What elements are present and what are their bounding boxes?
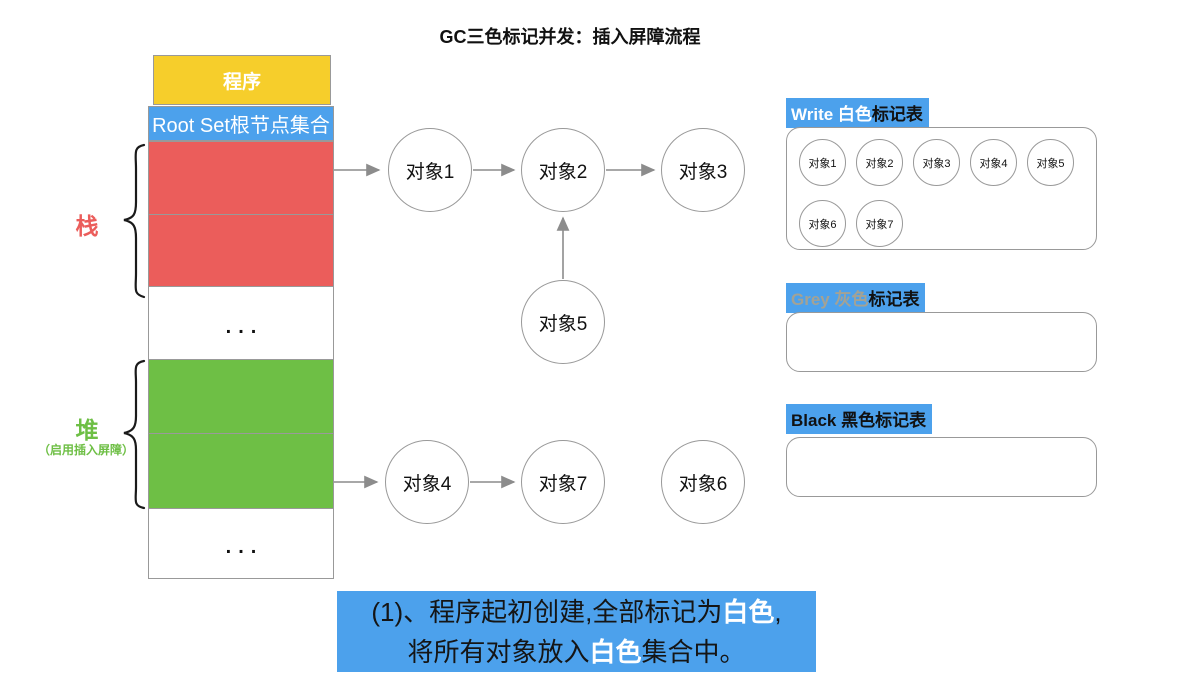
graph-node-obj2: 对象2 xyxy=(521,128,605,212)
marked-object: 对象3 xyxy=(913,139,960,186)
heap-brace xyxy=(123,359,146,510)
stack-slot-2 xyxy=(148,214,334,287)
white-table-header: Write 白色标记表 xyxy=(786,98,929,128)
marked-object: 对象2 xyxy=(856,139,903,186)
marked-object: 对象1 xyxy=(799,139,846,186)
grey-table-title-en: Grey 灰色 xyxy=(791,290,869,309)
white-table-title-cn: 标记表 xyxy=(871,105,923,124)
caption-line-2: 将所有对象放入白色集合中。 xyxy=(337,632,816,672)
black-table-title-cn: 标记表 xyxy=(875,411,927,430)
graph-node-obj3: 对象3 xyxy=(661,128,745,212)
black-table-title-en: Black 黑色 xyxy=(791,411,876,430)
heap-ellipsis-box: ... xyxy=(148,508,334,579)
caption-text: 集合中。 xyxy=(641,637,746,667)
program-box: 程序 xyxy=(153,55,331,105)
graph-node-obj4: 对象4 xyxy=(385,440,469,524)
heap-label: 堆 xyxy=(75,417,99,443)
stack-ellipsis-box: ... xyxy=(148,286,334,360)
marked-object: 对象7 xyxy=(856,200,903,247)
graph-node-obj5: 对象5 xyxy=(521,280,605,364)
stack-brace xyxy=(123,143,146,299)
stack-label: 栈 xyxy=(75,213,99,239)
step-caption: (1)、程序起初创建,全部标记为白色, 将所有对象放入白色集合中。 xyxy=(337,591,816,672)
marked-object: 对象4 xyxy=(970,139,1017,186)
caption-text: , xyxy=(774,597,782,627)
black-table-header: Black 黑色标记表 xyxy=(786,404,933,434)
caption-highlight: 白色 xyxy=(589,637,642,667)
page-title: GC三色标记并发：插入屏障流程 xyxy=(439,27,701,47)
stack-slot-1 xyxy=(148,141,334,215)
grey-table-header: Grey 灰色标记表 xyxy=(786,283,926,313)
marked-object: 对象6 xyxy=(799,200,846,247)
grey-table-box xyxy=(786,312,1097,372)
caption-highlight: 白色 xyxy=(722,597,775,627)
white-table-title-en: Write 白色 xyxy=(791,105,872,124)
graph-node-obj1: 对象1 xyxy=(388,128,472,212)
heap-insert-barrier-note: （启用插入屏障） xyxy=(37,443,134,457)
heap-slot-1 xyxy=(148,359,334,434)
graph-node-obj6: 对象6 xyxy=(661,440,745,524)
ellipsis-dots: ... xyxy=(225,536,264,558)
graph-edges xyxy=(334,163,656,489)
root-set-box: Root Set根节点集合 xyxy=(148,106,334,141)
graph-node-obj7: 对象7 xyxy=(521,440,605,524)
black-table-box xyxy=(786,437,1097,497)
ellipsis-dots: ... xyxy=(225,315,264,338)
caption-line-1: (1)、程序起初创建,全部标记为白色, xyxy=(337,592,816,632)
grey-table-title-cn: 标记表 xyxy=(868,290,920,309)
marked-object: 对象5 xyxy=(1027,139,1074,186)
heap-slot-2 xyxy=(148,433,334,509)
caption-text: 将所有对象放入 xyxy=(407,637,590,667)
caption-text: (1)、程序起初创建,全部标记为 xyxy=(371,597,723,627)
